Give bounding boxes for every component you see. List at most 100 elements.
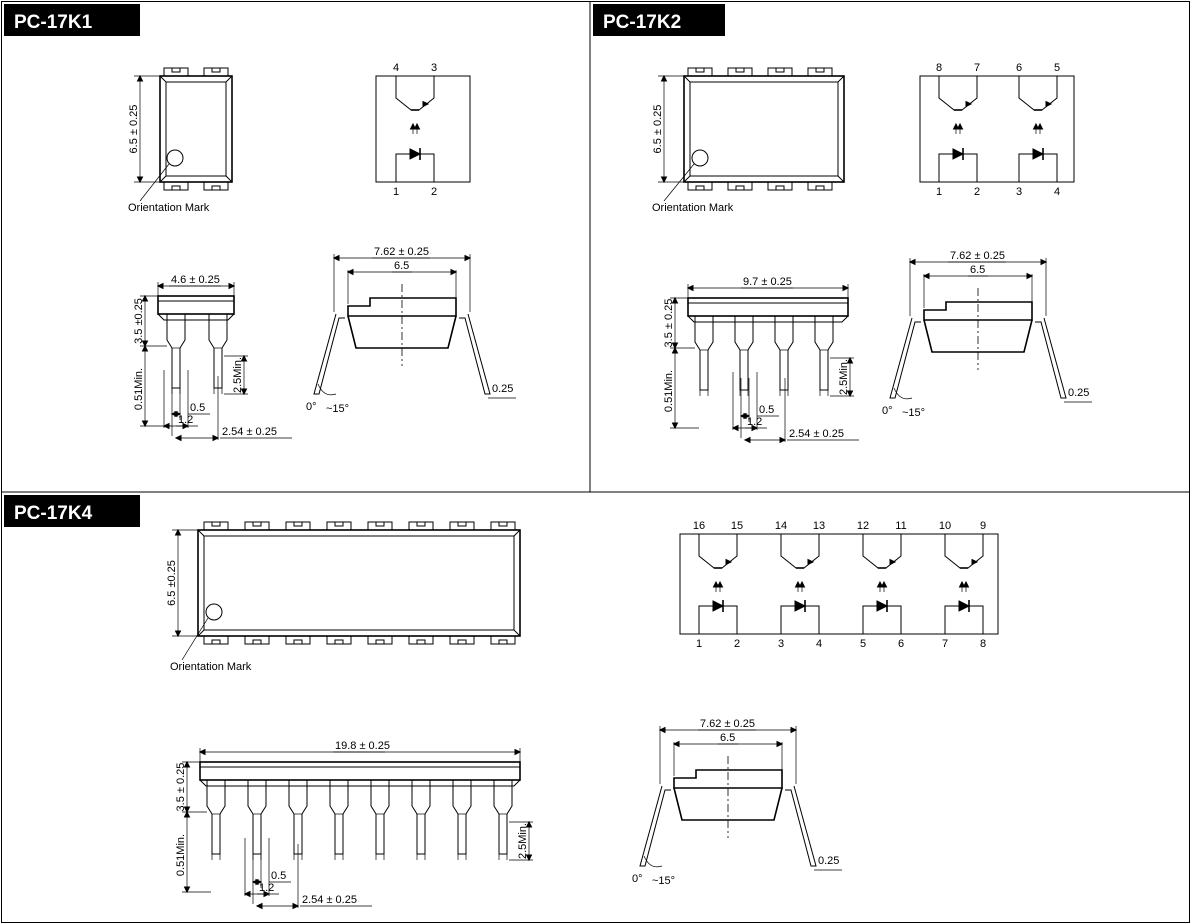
lead-width-dimension-label: 0.5	[190, 402, 205, 414]
width-dimension-label: 9.7 ± 0.25	[743, 276, 792, 288]
led-triangle	[1032, 148, 1045, 160]
width-dimension-label: 19.8 ± 0.25	[335, 740, 390, 752]
pin-label: 6	[1016, 62, 1022, 74]
lead-8	[493, 780, 513, 860]
seating-dimension-label: 0.51Min.	[133, 368, 145, 410]
shoulder-width-dimension: 1.2	[162, 414, 198, 430]
pin-tab-bottom	[490, 635, 516, 645]
row-spacing-dimension-label: 7.62 ± 0.25	[374, 246, 429, 258]
pin-label: 4	[1054, 186, 1060, 198]
pin-label: 2	[734, 638, 740, 650]
package-body-outline	[159, 75, 233, 183]
pin-label: 8	[936, 62, 942, 74]
schematic-box	[679, 533, 999, 635]
package-body-inner	[165, 81, 227, 177]
side-body	[199, 761, 521, 781]
pin-tab-top	[326, 521, 352, 531]
pin-label: 7	[942, 638, 948, 650]
phototransistor-symbol	[862, 534, 902, 569]
phototransistor-symbol	[938, 76, 978, 111]
orientation-mark-label: Orientation Mark	[170, 661, 252, 673]
pin-label: 3	[778, 638, 784, 650]
seating-dimension-label: 0.51Min.	[175, 834, 187, 876]
pin-tab-bottom	[244, 635, 270, 645]
pin-tab-bottom	[203, 635, 229, 645]
lead-width-dimension: 0.5	[251, 870, 291, 886]
lead-5	[370, 780, 390, 860]
row-inner-dimension: 6.5	[922, 264, 1034, 280]
pin-label: 1	[936, 186, 942, 198]
pin-pitch-dimension: 2.54 ± 0.25	[255, 894, 372, 910]
lead-length-dimension-label: 2.5Min.	[232, 357, 244, 393]
left-lead	[889, 317, 921, 399]
lead-4	[329, 780, 349, 860]
led-triangle	[794, 600, 807, 612]
schematic-box	[375, 75, 471, 183]
lead-4	[814, 316, 834, 396]
pin-label: 9	[980, 520, 986, 532]
width-dimension: 9.7 ± 0.25	[686, 276, 850, 292]
pin-label: 5	[860, 638, 866, 650]
phototransistor-symbol	[944, 534, 984, 569]
lead-length-dimension: 2.5Min.	[517, 820, 533, 862]
shoulder-width-dimension: 1.2	[243, 882, 279, 898]
pin-label: 16	[693, 520, 705, 532]
left-lead	[313, 313, 345, 395]
pin-label: 2	[431, 186, 437, 198]
orientation-mark-label: Orientation Mark	[128, 202, 210, 214]
pin-label: 3	[431, 62, 437, 74]
lead-width-dimension: 0.5	[170, 402, 210, 418]
right-lead	[1035, 317, 1067, 399]
package-body-outline	[683, 75, 845, 183]
led-wire	[944, 605, 984, 634]
pin-label: 14	[775, 520, 787, 532]
height-dimension: 6.5 ± 0.25	[652, 74, 668, 184]
title-badge-k4: PC-17K4	[4, 495, 140, 527]
led-wire	[395, 153, 435, 182]
package-body-inner	[689, 81, 839, 177]
width-dimension: 4.6 ± 0.25	[156, 274, 236, 290]
pin-tab-bottom	[367, 635, 393, 645]
led-triangle	[876, 600, 889, 612]
pin-tab-bottom	[203, 181, 229, 191]
side-body	[687, 297, 849, 317]
panel-title-k2: PC-17K2	[603, 12, 681, 33]
angle-arc	[893, 387, 913, 400]
row-inner-dimension-label: 6.5	[720, 732, 735, 744]
package-body-inner	[203, 535, 515, 631]
seating-dimension: 0.51Min.	[175, 810, 191, 894]
pin-label: 8	[980, 638, 986, 650]
led-triangle	[712, 600, 725, 612]
pin-tab-bottom	[326, 635, 352, 645]
seating-dimension-label: 0.51Min.	[663, 370, 675, 412]
angle-min-label: 0°	[306, 401, 317, 413]
title-badge-k1: PC-17K1	[4, 4, 140, 36]
led-wire	[698, 605, 738, 634]
led-wire	[780, 605, 820, 634]
pin-tab-bottom	[727, 181, 753, 191]
led-triangle	[958, 600, 971, 612]
pin-label: 4	[393, 62, 399, 74]
pin-pitch-dimension: 2.54 ± 0.25	[743, 428, 859, 444]
row-inner-dimension-label: 6.5	[970, 264, 985, 276]
lead-6	[411, 780, 431, 860]
led-wire	[862, 605, 902, 634]
row-spacing-dimension: 7.62 ± 0.25	[332, 246, 472, 262]
row-inner-dimension: 6.5	[346, 260, 458, 276]
pin-label: 2	[974, 186, 980, 198]
lead-thickness-label: 0.25	[1068, 387, 1089, 399]
pin-label: 7	[974, 62, 980, 74]
orientation-mark-circle	[691, 149, 709, 167]
row-inner-dimension-label: 6.5	[394, 260, 409, 272]
lead-width-dimension: 0.5	[739, 404, 779, 420]
